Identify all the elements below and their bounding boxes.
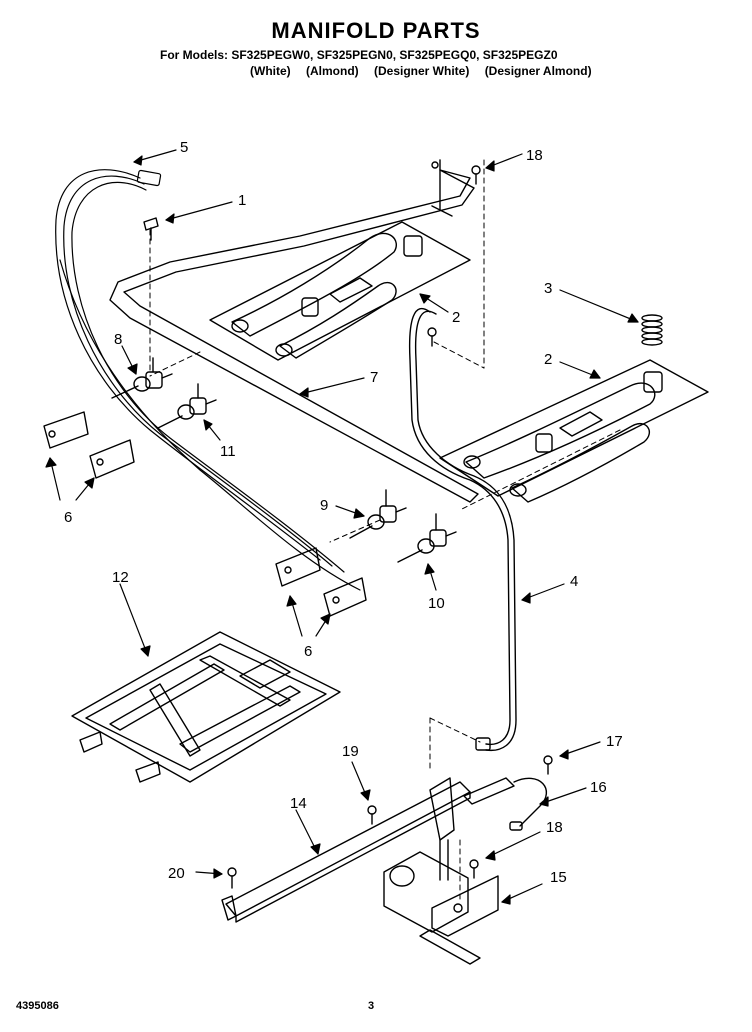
callout-9: 9 (320, 497, 328, 514)
color-designer-white: (Designer White) (374, 64, 470, 78)
callout-10: 10 (428, 595, 445, 612)
callout-2-right: 2 (544, 351, 552, 368)
manifold-pipe (109, 159, 479, 503)
valve-10 (397, 513, 457, 563)
callout-19: 19 (342, 743, 359, 760)
ignition-switch (463, 777, 547, 831)
page-title: MANIFOLD PARTS (271, 18, 481, 43)
callout-1: 1 (238, 192, 246, 209)
callout-18-bottom: 18 (546, 819, 563, 836)
wire-clips (43, 411, 367, 617)
color-white: (White) (250, 64, 291, 78)
guide-lines (149, 159, 621, 901)
cover-plate (71, 631, 341, 783)
document-number: 4395086 (16, 1000, 59, 1012)
callout-8: 8 (114, 331, 122, 348)
callout-6-center: 6 (304, 643, 312, 660)
page-number: 3 (368, 1000, 375, 1012)
callout-15: 15 (550, 869, 567, 886)
model-colors: (White) (Almond) (Designer White) (Desig… (250, 64, 604, 78)
color-almond: (Almond) (306, 64, 359, 78)
models-prefix: For Models: (160, 48, 228, 62)
color-designer-almond: (Designer Almond) (484, 64, 592, 78)
left-burner-assembly (209, 221, 471, 361)
callout-16: 16 (590, 779, 607, 796)
callout-labels: 1 2 2 3 4 5 6 6 7 8 9 10 11 12 14 15 16 … (64, 139, 623, 886)
callout-4: 4 (570, 573, 578, 590)
models-list: SF325PEGW0, SF325PEGN0, SF325PEGQ0, SF32… (231, 48, 558, 62)
callout-20: 20 (168, 865, 185, 882)
valves (111, 357, 457, 563)
valve-9 (349, 489, 407, 539)
spring-part (641, 314, 663, 346)
models-line: For Models: SF325PEGW0, SF325PEGN0, SF32… (160, 48, 558, 62)
pressure-regulator (383, 839, 499, 965)
callout-7: 7 (370, 369, 378, 386)
callout-18-top: 18 (526, 147, 543, 164)
callout-17: 17 (606, 733, 623, 750)
callout-12: 12 (112, 569, 129, 586)
callout-14: 14 (290, 795, 307, 812)
leader-lines (45, 149, 639, 905)
screws-top (143, 165, 481, 347)
callout-6-left: 6 (64, 509, 72, 526)
valve-11 (157, 383, 217, 429)
valve-8 (111, 357, 173, 399)
callout-2-left: 2 (452, 309, 460, 326)
gas-tube (408, 307, 517, 752)
callout-11: 11 (220, 443, 236, 460)
header: MANIFOLD PARTS (0, 18, 752, 44)
callout-3: 3 (544, 280, 552, 297)
right-burner-assembly (439, 359, 709, 503)
screws-bottom (227, 755, 553, 889)
mounting-bracket (221, 777, 471, 923)
callout-5: 5 (180, 139, 188, 156)
wire-harness (55, 169, 361, 591)
